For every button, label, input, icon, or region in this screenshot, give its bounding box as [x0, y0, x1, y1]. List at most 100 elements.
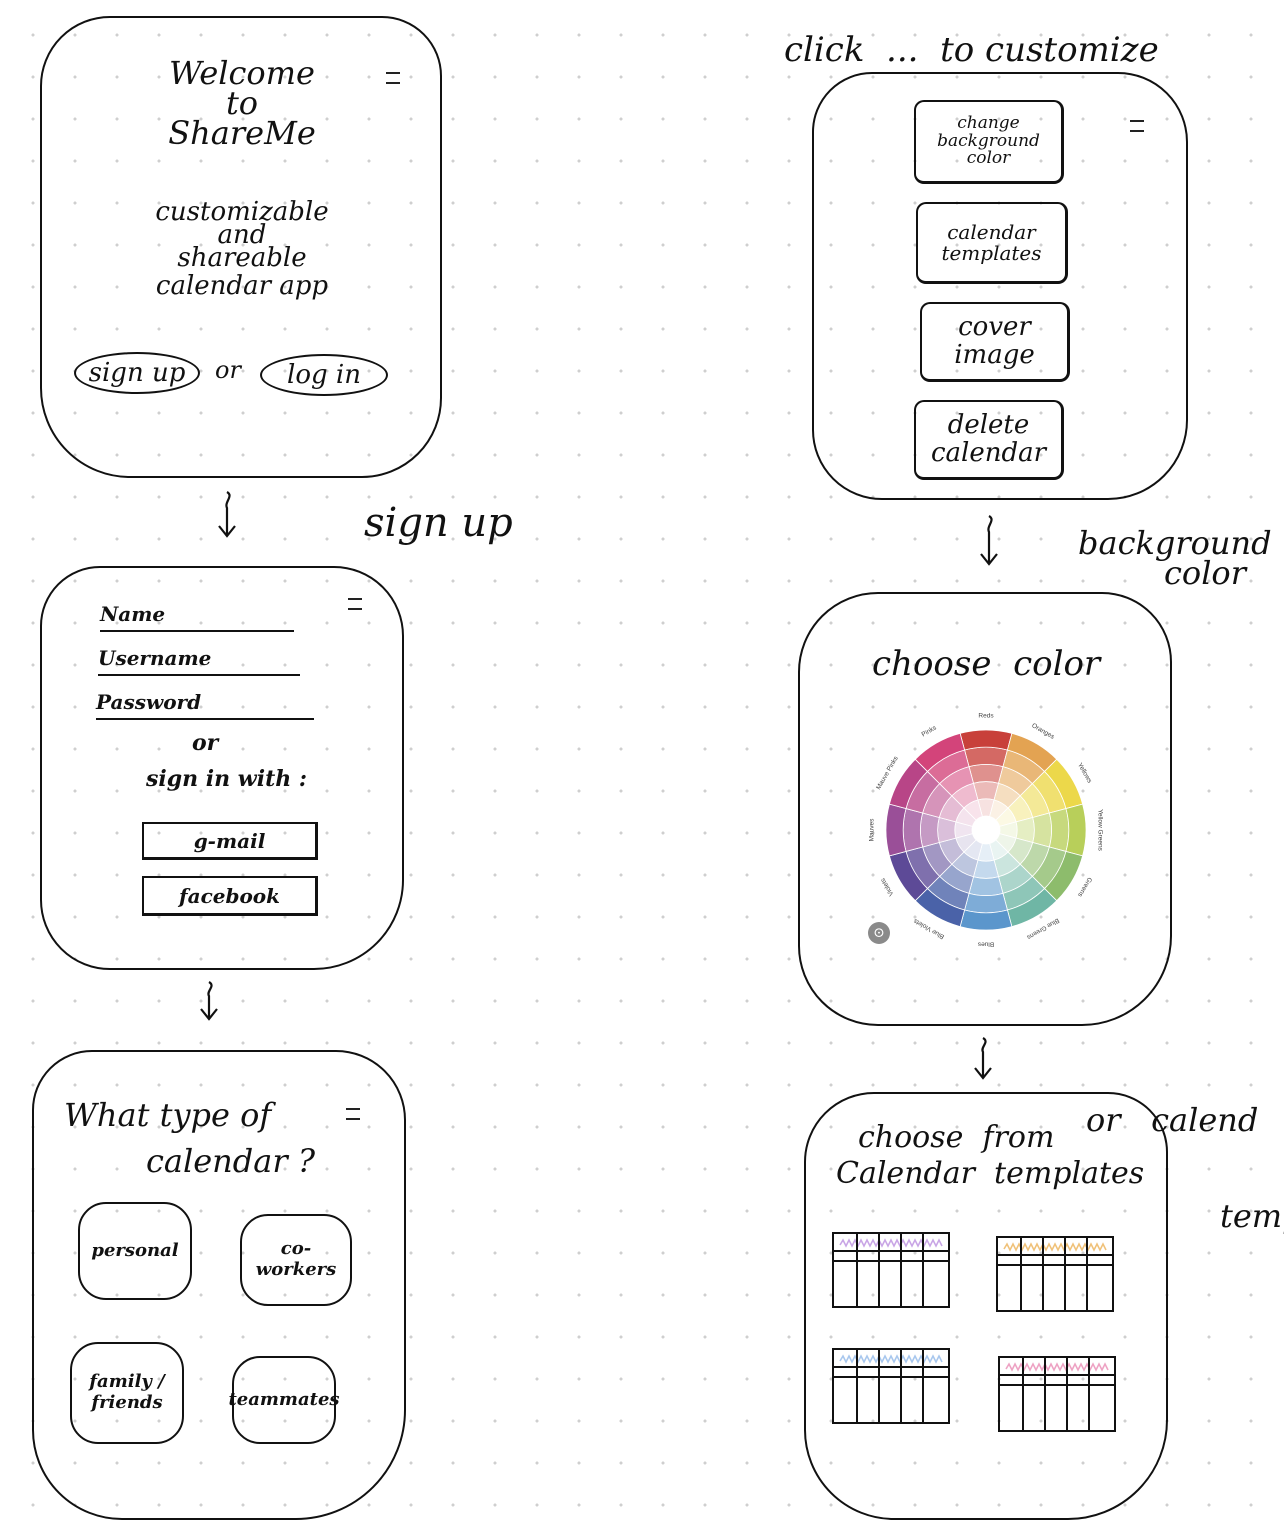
- hamburger-icon[interactable]: [386, 72, 400, 84]
- accent-scribble: [839, 1238, 943, 1248]
- template-thumbnail-1[interactable]: [832, 1232, 950, 1308]
- color-swatch[interactable]: [1032, 812, 1053, 848]
- color-swatch[interactable]: [964, 746, 1008, 768]
- wheel-label: Mauves: [869, 818, 876, 842]
- gmail-button[interactable]: g-mail: [142, 822, 318, 860]
- grid-line: [1088, 1358, 1090, 1430]
- sign-up-annotation: sign up: [364, 500, 513, 546]
- wheel-label: Pinks: [920, 724, 938, 738]
- grid-line: [900, 1350, 902, 1422]
- color-swatch[interactable]: [964, 892, 1008, 914]
- color-swatch[interactable]: [968, 876, 1004, 897]
- accent-scribble: [1003, 1242, 1107, 1252]
- color-swatch[interactable]: [968, 764, 1004, 784]
- wheel-label: Blues: [977, 940, 994, 947]
- welcome-title-to: to: [225, 84, 259, 122]
- settings-icon[interactable]: ⊙: [868, 922, 890, 944]
- wheel-label: Reds: [978, 713, 994, 720]
- down-arrow-icon: [200, 981, 218, 1021]
- grid-line: [1086, 1238, 1088, 1310]
- background-color-annotation: background color: [1078, 528, 1272, 588]
- username-field[interactable]: [98, 674, 300, 676]
- grid-line: [998, 1264, 1112, 1266]
- option-co-workers[interactable]: co-workers: [240, 1214, 352, 1306]
- hamburger-icon[interactable]: [1130, 120, 1144, 132]
- grid-line: [834, 1366, 948, 1368]
- description-line-3: shareable: [177, 243, 307, 273]
- option-personal[interactable]: personal: [78, 1202, 192, 1300]
- description-line-2: and: [217, 220, 267, 250]
- color-swatch[interactable]: [914, 732, 966, 773]
- wheel-label: Blue Violets: [912, 917, 946, 941]
- grid-line: [856, 1350, 858, 1422]
- option-teammates[interactable]: teammates: [228, 1356, 340, 1444]
- grid-line: [1020, 1238, 1022, 1310]
- accent-scribble: [1005, 1362, 1109, 1372]
- templates-title-line-2: Calendar templates: [836, 1156, 1145, 1191]
- password-field[interactable]: [96, 718, 314, 720]
- grid-line: [1064, 1238, 1066, 1310]
- grid-line: [998, 1254, 1112, 1256]
- color-swatch[interactable]: [959, 909, 1013, 931]
- grid-line: [856, 1234, 858, 1306]
- grid-line: [1000, 1384, 1114, 1386]
- choose-color-title: choose color: [872, 644, 1101, 684]
- description-line-4: calendar app: [155, 271, 329, 301]
- password-label: Password: [96, 690, 202, 714]
- color-swatch[interactable]: [920, 812, 940, 848]
- wheel-label: Oranges: [1030, 722, 1056, 741]
- grid-line: [1042, 1238, 1044, 1310]
- color-swatch[interactable]: [959, 729, 1013, 751]
- grid-line: [1066, 1358, 1068, 1430]
- signup-screen: Name Username Password or sign in with :…: [40, 566, 404, 970]
- template-thumbnail-4[interactable]: [998, 1356, 1116, 1432]
- option-family-friends[interactable]: family / friends: [70, 1342, 184, 1444]
- grid-line: [900, 1234, 902, 1306]
- signup-button[interactable]: sign up: [74, 352, 200, 394]
- sign-in-with-label: sign in with :: [146, 766, 308, 792]
- calendar-type-title-line-2: calendar ?: [146, 1142, 315, 1180]
- grid-line: [922, 1350, 924, 1422]
- templates-title-line-1: choose from: [858, 1120, 1055, 1155]
- wheel-center: [972, 816, 1000, 844]
- color-swatch[interactable]: [902, 808, 924, 852]
- grid-line: [1022, 1358, 1024, 1430]
- wheel-label: Greens: [1076, 876, 1093, 899]
- template-thumbnail-2[interactable]: [996, 1236, 1114, 1312]
- down-arrow-icon: [218, 491, 236, 538]
- name-field[interactable]: [100, 630, 294, 632]
- name-label: Name: [100, 602, 166, 626]
- color-swatch[interactable]: [1065, 803, 1087, 857]
- color-swatch[interactable]: [885, 803, 907, 857]
- grid-line: [878, 1350, 880, 1422]
- username-label: Username: [98, 646, 212, 670]
- or-label: or: [192, 730, 219, 756]
- or-label: or: [215, 356, 241, 384]
- down-arrow-icon: [980, 515, 998, 566]
- wheel-label: Yellow Greens: [1096, 809, 1103, 851]
- hamburger-icon[interactable]: [348, 598, 362, 610]
- wheel-label: Yellows: [1076, 762, 1093, 785]
- template-thumbnail-3[interactable]: [832, 1348, 950, 1424]
- calendar-type-screen: What type of calendar ? personal co-work…: [32, 1050, 406, 1520]
- login-button[interactable]: log in: [260, 354, 388, 396]
- calendar-type-title-line-1: What type of: [64, 1096, 272, 1134]
- color-swatch[interactable]: [1048, 808, 1070, 852]
- grid-line: [834, 1250, 948, 1252]
- grid-line: [834, 1376, 948, 1378]
- app-name: ShareMe: [168, 114, 316, 152]
- hamburger-icon[interactable]: [346, 1108, 360, 1120]
- down-arrow-icon: [974, 1037, 992, 1080]
- facebook-button[interactable]: facebook: [142, 876, 318, 916]
- calendar-templates-screen: choose from Calendar templates: [804, 1092, 1168, 1520]
- grid-line: [1044, 1358, 1046, 1430]
- welcome-screen: Welcome to ShareMe customizable and shar…: [40, 16, 442, 478]
- customize-annotation: click ... to customize: [784, 30, 1159, 70]
